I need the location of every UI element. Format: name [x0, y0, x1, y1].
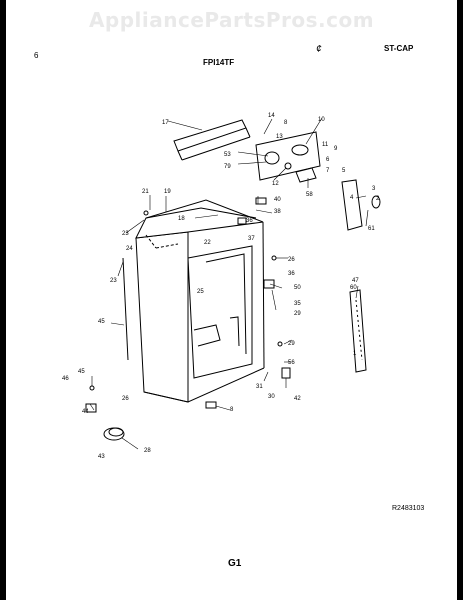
callout-number: 45 — [98, 319, 105, 325]
callout-number: 61 — [368, 226, 375, 232]
handwritten-mark: ¢ — [316, 44, 322, 55]
callout-number: 17 — [162, 120, 169, 126]
callout-number: 30 — [268, 394, 275, 400]
spacer-part — [205, 401, 217, 409]
cabinet-inner-opening — [187, 245, 253, 379]
callout-number: 38 — [274, 209, 281, 215]
callout-number: 44 — [82, 409, 89, 415]
callout-number: 11 — [322, 142, 329, 148]
callout-number: 23 — [110, 278, 117, 284]
callout-number: 9 — [334, 146, 338, 152]
cabinet-liner-rail — [229, 316, 240, 347]
callout-number: 45 — [78, 369, 85, 375]
callout-number: 60 — [350, 285, 357, 291]
callout-number: 40 — [274, 197, 281, 203]
callout-number: 43 — [98, 454, 105, 460]
shelf-rail-slot — [355, 299, 363, 361]
diagram-code: R2483103 — [392, 505, 425, 512]
top-cover-flange — [181, 136, 251, 161]
top-cover-flange — [177, 150, 183, 161]
callout-number: 25 — [197, 289, 204, 295]
callout-number: 13 — [276, 134, 283, 140]
callout-number: 31 — [256, 384, 263, 390]
callout-number: 14 — [268, 113, 275, 119]
latch-part — [281, 367, 291, 379]
callout-number: 28 — [144, 448, 151, 454]
callout-number: 47 — [352, 278, 359, 284]
callout-number: 10 — [318, 117, 325, 123]
light-socket — [371, 195, 381, 209]
parts-diagram-page: AppliancePartsPros.com 6 FPI14TF ¢ ST-CA… — [6, 0, 457, 600]
callout-number: 26 — [122, 396, 129, 402]
light-housing-part — [341, 179, 363, 231]
callout-number: 12 — [272, 181, 279, 187]
callout-number: 58 — [306, 192, 313, 198]
cabinet-top-panel — [135, 199, 264, 239]
exploded-view-drawing: 1714813101196755379125843261211940183638… — [62, 113, 381, 460]
callout-number: 37 — [248, 236, 255, 242]
callout-number: 29 — [288, 341, 295, 347]
callout-number: 56 — [288, 360, 295, 366]
callout-number: 53 — [224, 152, 231, 158]
callout-number: 19 — [164, 189, 171, 195]
callout-number: 23 — [122, 231, 129, 237]
callout-number: 35 — [294, 301, 301, 307]
callout-number: 24 — [126, 246, 133, 252]
screw-part — [89, 385, 95, 391]
control-knob — [264, 151, 280, 165]
control-dial — [291, 144, 309, 156]
control-panel-part — [255, 131, 321, 181]
page-label: G1 — [228, 558, 242, 569]
callout-number: 6 — [326, 157, 330, 163]
callout-number: 46 — [62, 376, 69, 382]
cabinet-dash-edge — [145, 234, 157, 249]
callout-number: 36 — [246, 218, 253, 224]
callout-number: 50 — [294, 285, 301, 291]
callout-number: 79 — [224, 164, 231, 170]
cabinet-bottom-edge — [143, 367, 265, 403]
thermostat-part — [295, 167, 317, 183]
control-button — [284, 162, 292, 170]
leveling-leg-part — [103, 427, 125, 441]
callout-number: 8 — [284, 120, 288, 126]
clip-part — [255, 197, 267, 205]
cabinet-top-inner — [145, 207, 257, 219]
drain-tube — [122, 257, 129, 361]
clip-part — [263, 279, 275, 289]
bracket-part — [85, 403, 97, 413]
callout-number: 18 — [178, 216, 185, 222]
screw-part — [277, 341, 283, 347]
callout-number: 21 — [142, 189, 149, 195]
screw-part — [143, 210, 149, 216]
callout-number: 29 — [294, 311, 301, 317]
callout-number: 2 — [376, 196, 380, 202]
watermark: AppliancePartsPros.com — [88, 8, 375, 32]
cabinet-liner-shelf — [193, 324, 221, 347]
cabinet-inner-back — [205, 253, 247, 355]
cabinet-right-edge — [262, 221, 265, 369]
screw-part — [271, 255, 277, 261]
top-cover-flange — [245, 127, 251, 138]
model-number: FPI14TF — [203, 58, 235, 67]
callout-number: 3 — [372, 186, 376, 192]
page-number: 6 — [34, 51, 39, 60]
cabinet-dash-edge — [155, 243, 179, 249]
clip-part — [237, 217, 247, 225]
callout-number: 26 — [288, 257, 295, 263]
callout-number: 36 — [288, 271, 295, 277]
callout-number: 1 — [353, 351, 357, 357]
top-cover-part — [173, 119, 247, 152]
callout-number: 42 — [294, 396, 301, 402]
shelf-rail-part — [349, 289, 367, 373]
callout-number: 4 — [350, 195, 354, 201]
callout-number: 22 — [204, 240, 211, 246]
cabinet-front-frame — [135, 231, 189, 403]
callout-number: 8 — [230, 407, 234, 413]
section-code: ST-CAP — [384, 44, 414, 53]
callout-number: 5 — [342, 168, 346, 174]
callout-number: 7 — [326, 168, 330, 174]
